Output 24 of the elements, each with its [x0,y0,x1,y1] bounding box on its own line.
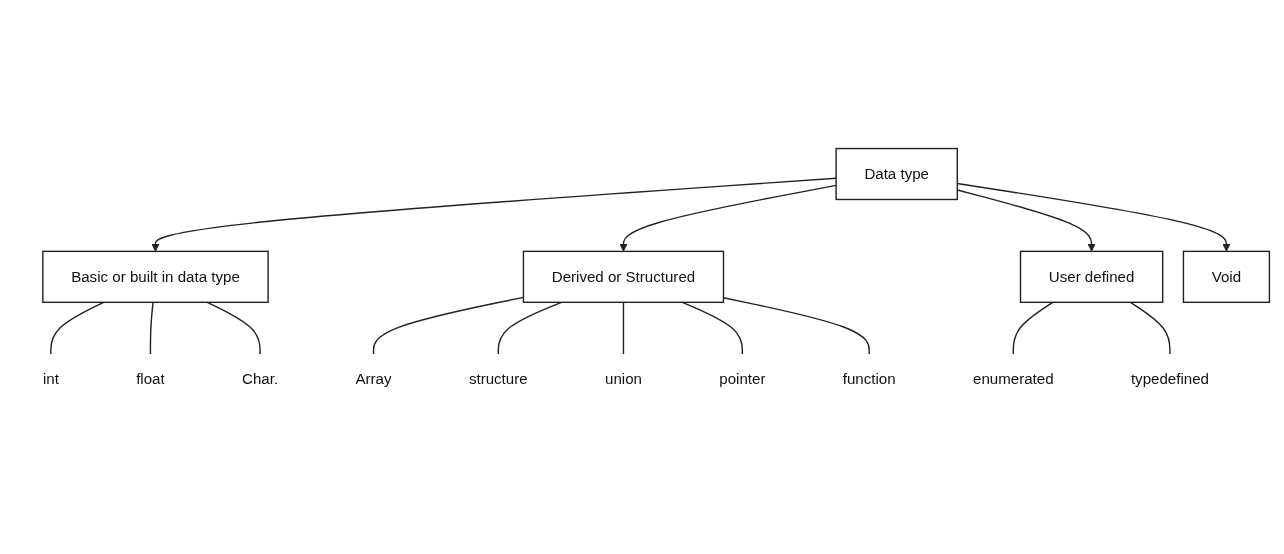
node-text: enumerated [972,371,1054,388]
arrow [151,177,837,252]
node-text: structure [468,371,528,388]
node-box: User defined [1019,250,1164,304]
connector [149,301,154,356]
node-text: float [136,371,165,388]
node-text: pointer [719,371,766,388]
node-box: Basic or built in data type [42,250,269,304]
connector [1129,301,1171,356]
node-text: typedefined [1130,371,1209,388]
connector [206,301,261,356]
arrow [619,184,837,252]
node-text: function [842,371,896,388]
node-text: int [42,371,59,388]
node-box: Data type [835,148,958,201]
node-text: Array [355,371,392,388]
node-box: Derived or Structured [522,250,725,304]
node-text: union [604,371,642,388]
connector [681,301,744,356]
node-text: Char. [242,371,279,388]
connector [1012,301,1054,356]
connector [50,301,105,356]
node-box: Void [1182,250,1271,304]
connector [622,301,625,356]
